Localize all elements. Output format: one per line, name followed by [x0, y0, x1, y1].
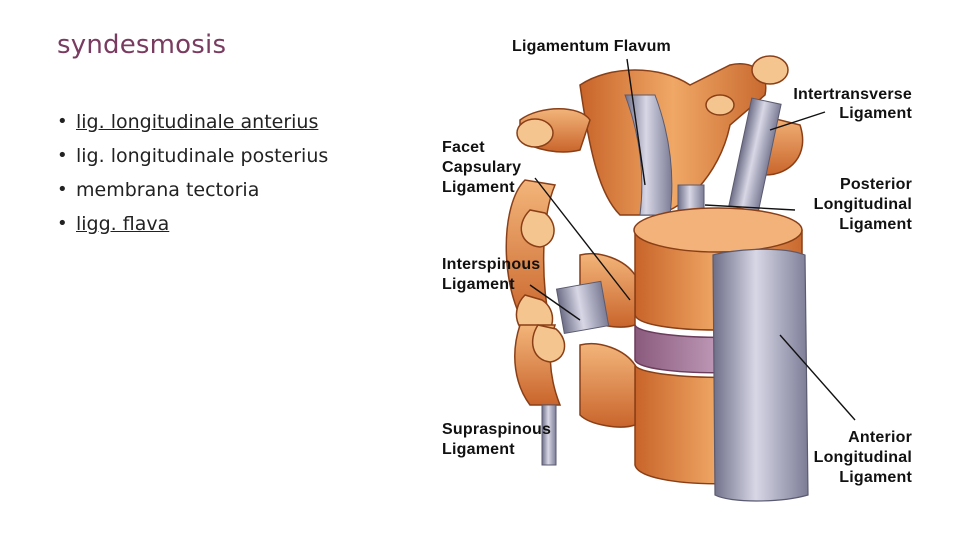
label-intertransverse-line1: Intertransverse [793, 86, 912, 103]
label-ligamentum-flavum: Ligamentum Flavum [512, 38, 671, 55]
slide-title: syndesmosis [57, 30, 227, 60]
bullet-item: lig. longitudinale posterius [57, 139, 328, 173]
label-anterior-line2: Longitudinal [813, 449, 912, 466]
anterior-longitudinal-ligament-shape [712, 248, 809, 502]
label-interspinous-line1: Interspinous [442, 256, 541, 273]
bullet-link[interactable]: ligg. flava [76, 213, 170, 235]
label-intertransverse-line2: Ligament [839, 105, 912, 122]
label-supraspinous-line2: Ligament [442, 441, 515, 458]
upper-vertebra [516, 55, 804, 216]
bullet-link[interactable]: lig. longitudinale anterius [76, 111, 319, 133]
label-interspinous-line2: Ligament [442, 276, 515, 293]
bullet-item: membrana tectoria [57, 173, 328, 207]
label-facet-line1: Facet [442, 139, 485, 156]
bullet-item: lig. longitudinale anterius [57, 105, 328, 139]
bullet-text: membrana tectoria [76, 179, 260, 201]
spine-ligaments-figure: Ligamentum Flavum Intertransverse Ligame… [430, 25, 930, 525]
label-supraspinous-line1: Supraspinous [442, 421, 552, 438]
bullet-item: ligg. flava [57, 207, 328, 241]
interspinous-ligament-shape [555, 280, 610, 335]
label-facet-line3: Ligament [442, 179, 515, 196]
bullet-list: lig. longitudinale anterius lig. longitu… [57, 105, 328, 241]
label-facet-line2: Capsulary [442, 159, 522, 176]
leader-lines [529, 58, 856, 421]
label-anterior-line3: Ligament [839, 469, 912, 486]
label-posterior-line2: Longitudinal [813, 196, 912, 213]
bullet-text: lig. longitudinale posterius [76, 145, 329, 167]
label-posterior-line1: Posterior [839, 176, 912, 193]
label-posterior-line3: Ligament [839, 216, 912, 233]
spinous-processes [505, 179, 566, 466]
spine-illustration [505, 55, 856, 502]
label-anterior-line1: Anterior [848, 429, 912, 446]
